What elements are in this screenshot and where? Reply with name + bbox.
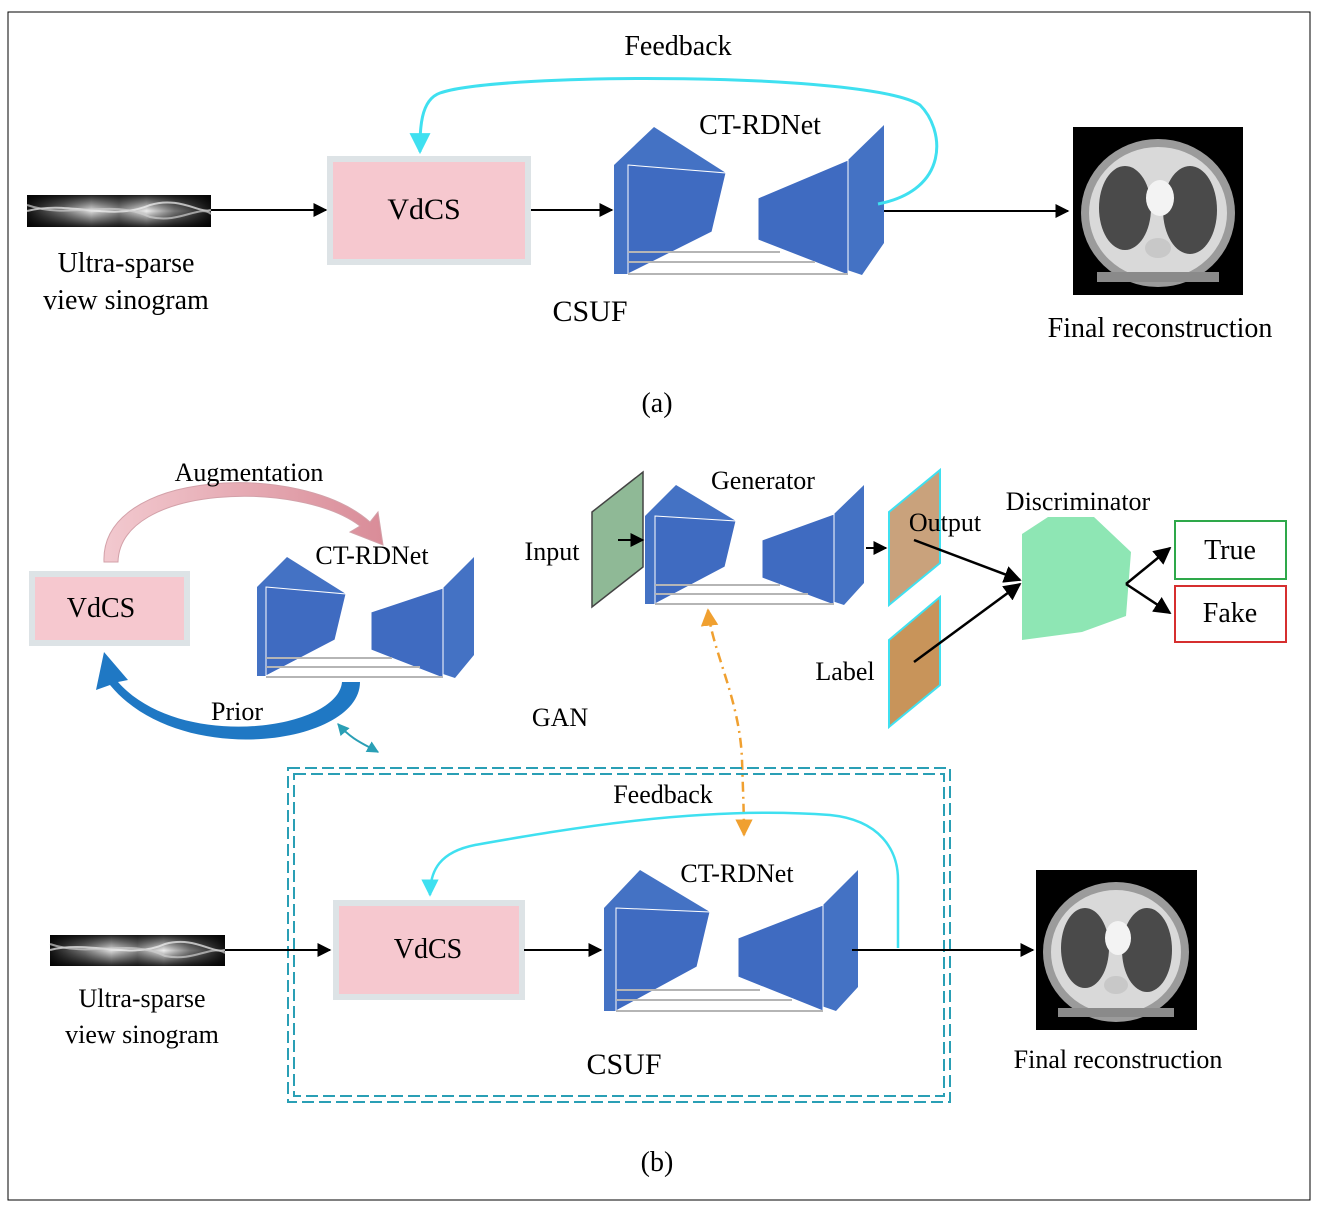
csuf-label: CSUF xyxy=(552,295,628,328)
feedback-label: Feedback xyxy=(624,31,732,62)
arrow-to-fake xyxy=(1125,582,1172,615)
final-reconstruction-label: Final reconstruction xyxy=(1047,313,1273,344)
feedback-arrow xyxy=(409,77,939,206)
ct-rdnet-b-label: CT-RDNet xyxy=(680,859,794,888)
vdcs-box xyxy=(327,156,531,265)
vdcs-left-label: VdCS xyxy=(66,593,136,624)
figure-frame xyxy=(7,11,1311,1201)
sinogram-image xyxy=(26,195,212,227)
sinogram-label-line1: Ultra-sparse xyxy=(57,248,195,279)
prior-label: Prior xyxy=(211,697,263,726)
sinogram-b-label-line2: view sinogram xyxy=(65,1020,219,1049)
fake-box xyxy=(1174,585,1287,643)
true-label: True xyxy=(1204,535,1256,566)
ct-rdnet-b-network xyxy=(604,870,858,1012)
true-box xyxy=(1174,520,1287,580)
vdcs-b-box xyxy=(333,900,525,1000)
vdcs-left-box xyxy=(29,571,190,646)
sinogram-b-label-line1: Ultra-sparse xyxy=(78,984,206,1013)
vdcs-label: VdCS xyxy=(387,193,461,226)
ct-rdnet-label: CT-RDNet xyxy=(699,110,821,141)
discriminator-shape xyxy=(1022,517,1131,640)
ct-rdnet-left-network xyxy=(257,557,474,679)
output-plane xyxy=(888,467,941,608)
output-label: Output xyxy=(908,508,982,537)
arrow-label-to-discriminator xyxy=(913,582,1022,664)
feedback-b-label: Feedback xyxy=(613,780,713,809)
arrow-to-true xyxy=(1125,546,1172,585)
final-reconstruction-b-label: Final reconstruction xyxy=(1013,1045,1223,1074)
augmentation-arrow xyxy=(103,482,384,563)
discriminator-label: Discriminator xyxy=(1005,487,1151,516)
gan-label: GAN xyxy=(531,703,589,732)
sinogram-image-b xyxy=(49,935,226,966)
caption-b: (b) xyxy=(640,1147,674,1178)
csuf-box-outer xyxy=(287,767,951,1103)
arrow-output-to-discriminator xyxy=(913,538,1022,583)
csuf-box-inner xyxy=(293,773,945,1097)
ct-slice-image xyxy=(1073,127,1243,295)
caption-a: (a) xyxy=(641,388,673,419)
csuf-b-label: CSUF xyxy=(586,1048,662,1081)
feedback-arrow-b xyxy=(421,811,900,948)
link-arrow xyxy=(337,723,380,753)
input-plane xyxy=(591,470,644,609)
prior-arrow xyxy=(96,652,360,740)
panel-a xyxy=(26,77,1243,295)
ct-slice-image-b xyxy=(1036,870,1197,1030)
ct-rdnet-left-label: CT-RDNet xyxy=(315,541,429,570)
ct-rdnet-network xyxy=(614,125,884,276)
augmentation-label: Augmentation xyxy=(174,458,324,487)
input-label: Input xyxy=(524,537,580,566)
gan-csuf-link xyxy=(700,608,753,837)
label-label: Label xyxy=(815,657,875,686)
generator-label: Generator xyxy=(711,466,815,495)
vdcs-b-label: VdCS xyxy=(393,934,463,965)
sinogram-label-line2: view sinogram xyxy=(43,285,209,316)
fake-label: Fake xyxy=(1202,598,1258,629)
panel-b xyxy=(29,467,1287,1103)
generator-network xyxy=(645,485,864,606)
